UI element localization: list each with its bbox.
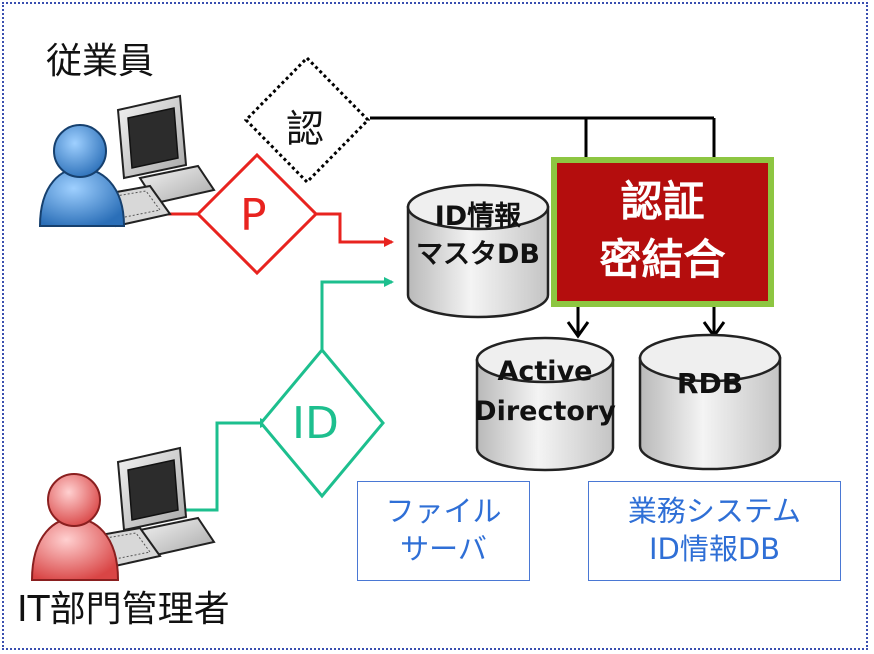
password-path [160, 152, 394, 276]
master-db-cylinder [406, 183, 550, 319]
business-system-box: 業務システム ID情報DB [588, 481, 841, 581]
business-system-line1: 業務システム [627, 494, 802, 528]
active-directory-line2: Directory [474, 396, 616, 427]
id-diamond-label: ID [292, 398, 339, 449]
id-path [186, 277, 394, 512]
file-server-line1: ファイル [385, 494, 502, 528]
business-system-line2: ID情報DB [648, 532, 781, 566]
file-server-line2: サーバ [400, 532, 487, 566]
tight-coupling-line2: 密結合 [599, 235, 726, 284]
master-db-label: ID情報 マスタDB [396, 198, 560, 274]
auth-diamond [243, 55, 371, 185]
auth-diamond-label: 認 [286, 107, 325, 151]
rdb-label: RDB [676, 367, 744, 400]
active-directory-label: Active Directory [455, 352, 635, 432]
active-directory-cylinder [475, 336, 615, 472]
file-server-box: ファイル サーバ [357, 481, 530, 581]
master-db-line2: マスタDB [416, 239, 540, 270]
it-admin-label: IT部門管理者 [17, 589, 230, 630]
auth-connectors [370, 116, 726, 339]
employee-label: 従業員 [46, 41, 155, 82]
active-directory-line1: Active [497, 356, 593, 387]
tight-coupling-label: 認証 密結合 [551, 157, 774, 307]
employee-person-icon [38, 124, 126, 227]
rdb-cylinder [638, 333, 782, 471]
admin-computer-icon [82, 446, 216, 570]
master-db-line1: ID情報 [434, 201, 522, 232]
admin-person-icon [30, 473, 120, 581]
p-diamond-label: P [240, 190, 267, 241]
tight-coupling-line1: 認証 [620, 177, 705, 226]
